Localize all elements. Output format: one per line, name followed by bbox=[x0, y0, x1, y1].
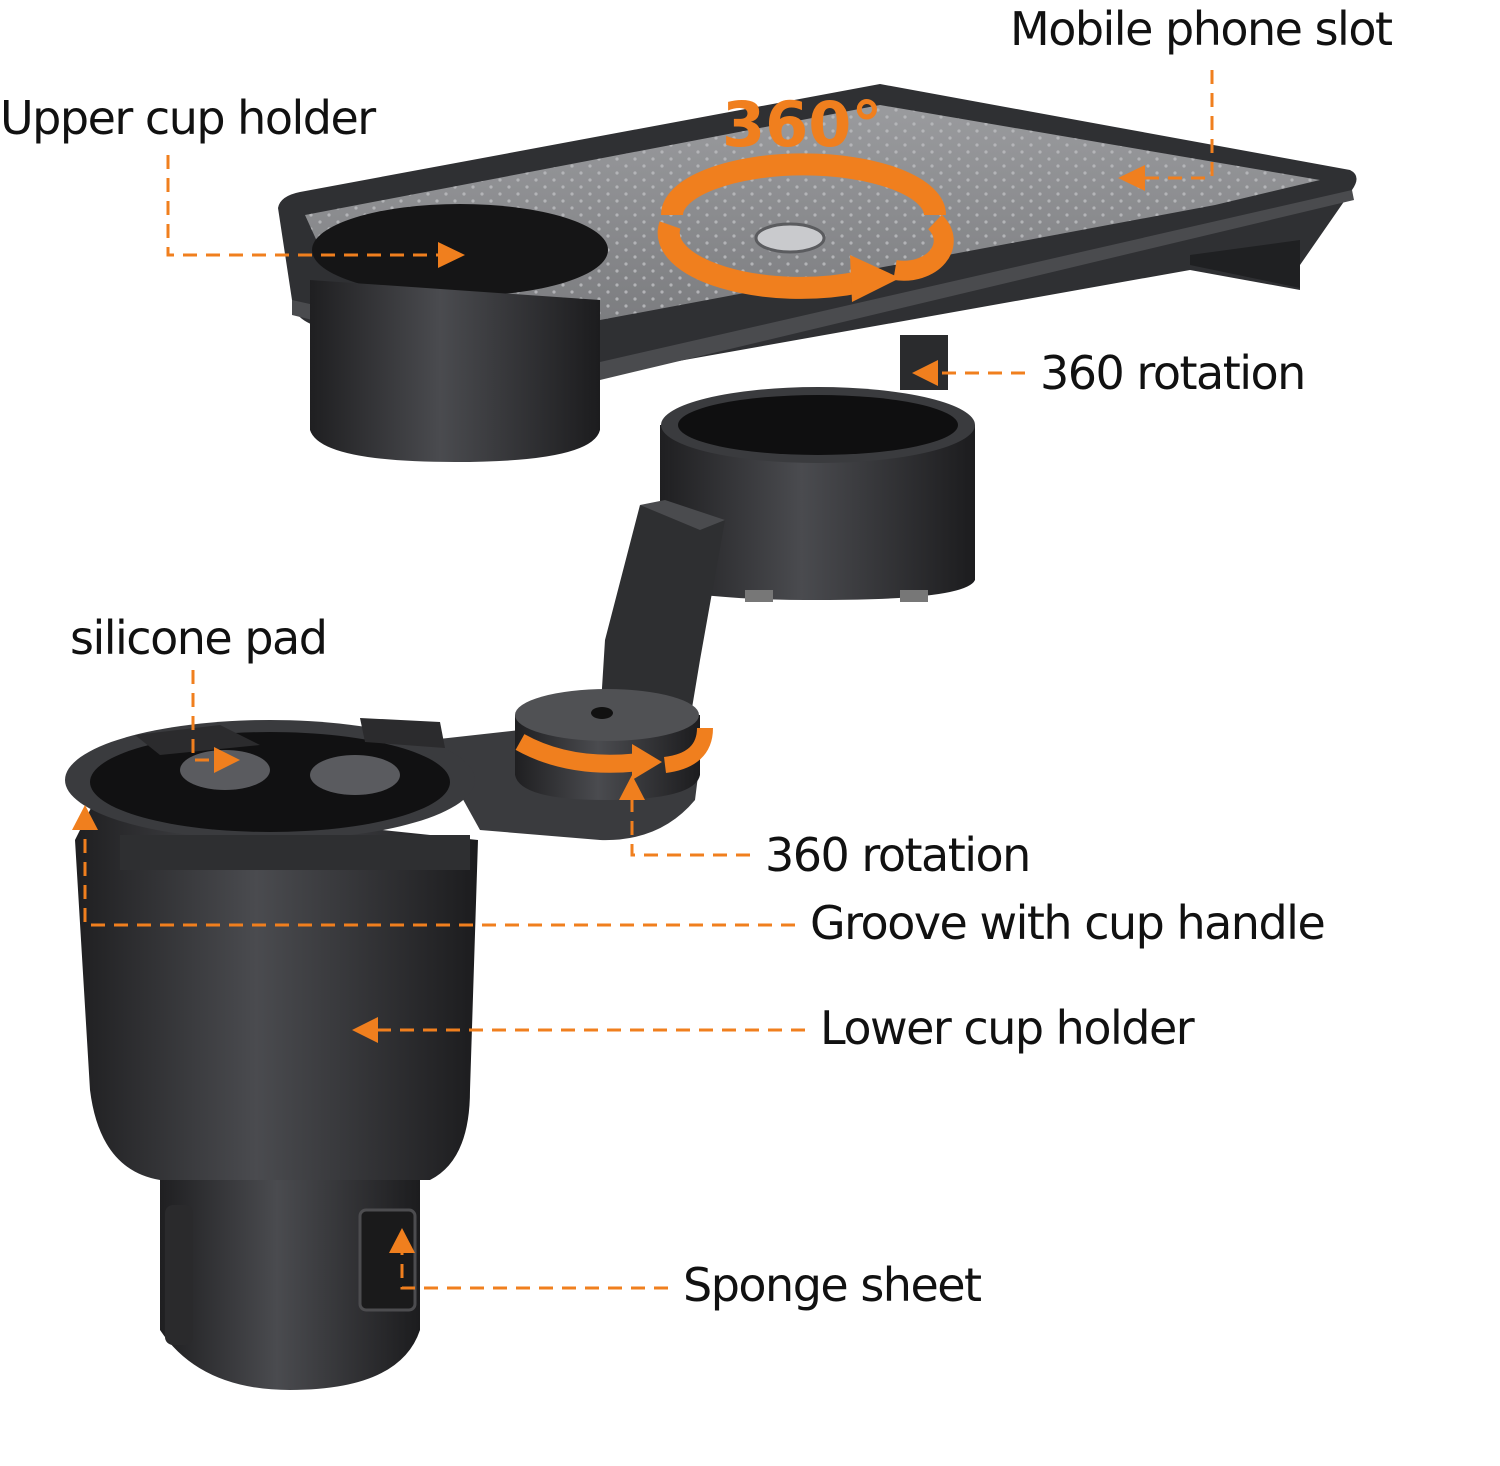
callout-line-sponge bbox=[400, 1240, 668, 1290]
joint-hole bbox=[591, 707, 613, 719]
label-rotation-top: 360 rotation bbox=[1040, 346, 1306, 400]
middle-cup-body bbox=[660, 425, 975, 600]
rotation-arrow-joint bbox=[515, 727, 713, 780]
circular-arrow-icon bbox=[663, 727, 713, 773]
circular-arrow-icon bbox=[657, 221, 863, 299]
silicone-pad-right bbox=[310, 755, 400, 795]
upper-cup-opening bbox=[312, 204, 608, 296]
circular-arrow-icon bbox=[661, 153, 946, 216]
arrowhead-icon bbox=[214, 747, 240, 773]
tray-leg bbox=[1190, 240, 1300, 288]
tray bbox=[278, 84, 1357, 462]
tray-post bbox=[900, 335, 948, 390]
base-grip bbox=[165, 1205, 193, 1345]
middle-cup-opening bbox=[678, 395, 958, 455]
label-silicone-pad: silicone pad bbox=[70, 611, 328, 665]
callout-arrowheads bbox=[72, 165, 1145, 1253]
lower-cup-tab bbox=[135, 725, 260, 755]
arrowhead-icon bbox=[438, 242, 465, 268]
arrowhead-icon bbox=[1118, 165, 1145, 191]
label-groove-with-cup-handle: Groove with cup handle bbox=[810, 896, 1326, 950]
label-rotation-middle: 360 rotation bbox=[765, 828, 1031, 882]
rotation-arrow-tray bbox=[657, 153, 954, 302]
lower-cup-lip bbox=[120, 835, 470, 870]
arrowhead-icon bbox=[72, 805, 98, 830]
swing-arm bbox=[600, 505, 725, 720]
tray-pivot bbox=[754, 222, 826, 254]
lower-cup-base bbox=[160, 1180, 420, 1390]
arrowhead-icon bbox=[912, 360, 938, 386]
lower-cup bbox=[65, 718, 478, 1390]
circular-arrow-icon bbox=[893, 214, 954, 281]
label-lower-cup-holder: Lower cup holder bbox=[820, 1001, 1195, 1055]
rotation-degrees: 360° bbox=[722, 88, 882, 161]
arrowhead-icon bbox=[850, 255, 900, 302]
arrowhead-icon bbox=[389, 1228, 415, 1253]
callout-line-mobile bbox=[1135, 70, 1214, 180]
middle-cup-foot bbox=[900, 590, 928, 602]
callout-line-groove bbox=[83, 818, 795, 927]
callout-lines bbox=[83, 70, 1214, 1290]
callout-line-upper bbox=[166, 155, 450, 257]
circular-arrow-icon bbox=[515, 734, 642, 773]
swing-arm-top bbox=[640, 500, 725, 530]
label-upper-cup-holder: Upper cup holder bbox=[0, 91, 376, 145]
lower-cup-tab bbox=[360, 718, 445, 748]
label-mobile-phone-slot: Mobile phone slot bbox=[1010, 2, 1393, 56]
arrowhead-icon bbox=[352, 1017, 378, 1043]
callout-line-silicone bbox=[191, 670, 228, 762]
label-sponge-sheet: Sponge sheet bbox=[683, 1258, 982, 1312]
arrowhead-icon bbox=[632, 744, 662, 780]
sponge-sheet bbox=[358, 1208, 417, 1312]
lower-cup-body bbox=[75, 800, 478, 1180]
callout-line-rotation-middle bbox=[630, 790, 750, 857]
middle-cup-foot bbox=[745, 590, 773, 602]
middle-cup bbox=[660, 387, 975, 602]
upper-cup-body bbox=[310, 280, 600, 462]
arrowhead-icon bbox=[619, 775, 645, 800]
